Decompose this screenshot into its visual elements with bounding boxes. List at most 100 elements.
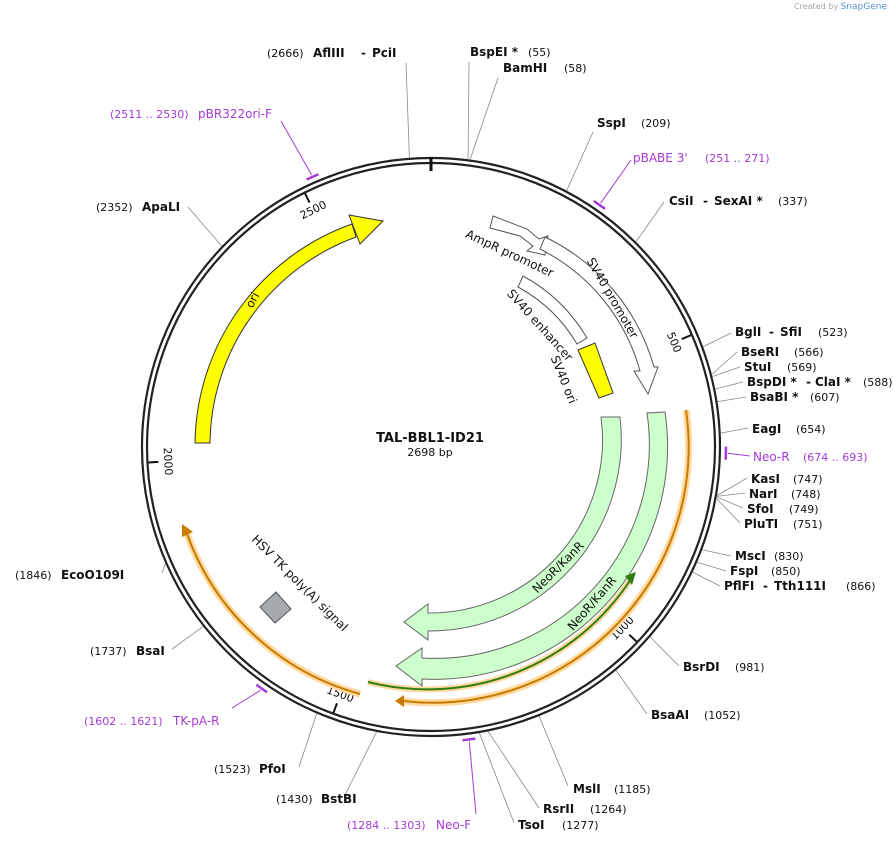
site-name: EagI (752, 422, 781, 436)
neor-outer-arrow (395, 411, 669, 688)
primer-tk-pa-r[interactable]: (1602 .. 1621) TK-pA-R (84, 714, 220, 728)
site-leader (171, 626, 204, 650)
site-bspei[interactable]: BspEI * (55) (470, 45, 551, 59)
site-pos: (866) (846, 580, 876, 593)
site-leader (635, 201, 665, 243)
site-leader (479, 732, 515, 824)
site-nari[interactable]: NarI (748) (749, 487, 821, 501)
primer-range: (1284 .. 1303) (347, 819, 426, 832)
primer-name: pBR322ori-F (198, 107, 272, 121)
site-pfoi[interactable]: (1523) PfoI (214, 762, 286, 776)
sv40-enhancer-arc (517, 275, 588, 345)
site-pos: (523) (818, 326, 848, 339)
feature-sv40-enhancer[interactable]: SV40 enhancer (504, 275, 588, 364)
site-pos: (58) (564, 62, 587, 75)
site-rsrii[interactable]: RsrII (1264) (543, 802, 627, 816)
primer-arrow (255, 683, 268, 694)
site-pos: (2666) (267, 47, 304, 60)
site-fspi[interactable]: FspI (850) (730, 564, 801, 578)
tick-mark (148, 460, 159, 464)
site-pos: (337) (778, 195, 808, 208)
primer-pbabe3[interactable]: pBABE 3' (251 .. 271) (633, 151, 770, 165)
site-csii-sexai[interactable]: CsiI - SexAI * (337) (669, 194, 808, 208)
site-tsoi[interactable]: TsoI (1277) (518, 818, 599, 832)
site-bstbi[interactable]: (1430) BstBI (276, 792, 357, 806)
site-bsai[interactable]: (1737) BsaI (90, 644, 165, 658)
site-name: KasI (751, 472, 780, 486)
tick-mark (332, 702, 338, 714)
site-name: PciI (372, 46, 397, 60)
primer-neo-f[interactable]: (1284 .. 1303) Neo-F (347, 818, 471, 832)
site-sspi[interactable]: SspI (209) (597, 116, 671, 130)
site-name: CsiI (669, 194, 694, 208)
hsv-tk-box (259, 591, 292, 624)
feature-hsv-tk-polya[interactable]: HSV TK poly(A) signal (249, 532, 351, 634)
site-bsrdi[interactable]: BsrDI (981) (683, 660, 765, 674)
site-name: StuI (744, 360, 771, 374)
site-leader (649, 636, 680, 667)
site-stui[interactable]: StuI (569) (744, 360, 817, 374)
ori-label: ori (243, 290, 263, 310)
neor-inner-label: NeoR/KanR (530, 539, 587, 596)
site-name: BsaBI * (750, 390, 799, 404)
tick-label: 2000 (161, 447, 176, 476)
site-leader (702, 549, 732, 557)
primer-name: TK-pA-R (172, 714, 220, 728)
site-leader (469, 77, 499, 160)
site-kasi[interactable]: KasI (747) (751, 472, 823, 486)
site-bsabi[interactable]: BsaBI * (607) (750, 390, 840, 404)
site-pluti[interactable]: PluTI (751) (744, 517, 823, 531)
site-bseri[interactable]: BseRI (566) (741, 345, 824, 359)
site-bamhi[interactable]: BamHI (58) (503, 61, 587, 75)
orf-left[interactable] (181, 524, 361, 698)
site-sfoi[interactable]: SfoI (749) (747, 502, 819, 516)
site-bspdi-clai[interactable]: BspDI * - ClaI * (588) (747, 375, 893, 389)
backbone (140, 156, 722, 738)
site-bsaai[interactable]: BsaAI (1052) (651, 708, 741, 722)
feature-ori[interactable]: ori (194, 214, 385, 444)
orf-green-line (367, 578, 632, 691)
site-leader (615, 670, 648, 715)
site-pos: (55) (528, 46, 551, 59)
site-leader (716, 492, 746, 497)
site-leader (161, 563, 166, 574)
site-bgli-sfii[interactable]: BglI - SfiI (523) (735, 325, 848, 339)
site-msli[interactable]: MslI (1185) (573, 782, 651, 796)
site-name: SspI (597, 116, 626, 130)
site-leader (692, 571, 721, 587)
site-ecoo109i[interactable]: (1846) EcoO109I (15, 568, 124, 582)
primer-range: (1602 .. 1621) (84, 715, 163, 728)
site-name: Tth111I (774, 579, 826, 593)
site-name: BseRI (741, 345, 779, 359)
site-name: BspEI * (470, 45, 519, 59)
site-pos: (588) (863, 376, 893, 389)
site-leader (716, 477, 748, 497)
site-name: SfiI (780, 325, 802, 339)
orf-green[interactable] (367, 572, 636, 693)
hsv-tk-label: HSV TK poly(A) signal (249, 532, 351, 634)
site-leader (720, 427, 749, 434)
site-pos: (1052) (704, 709, 741, 722)
site-pflfi-tth111i[interactable]: PflFI - Tth111I (866) (724, 579, 876, 593)
site-leader (538, 715, 569, 787)
site-leader (187, 206, 223, 247)
site-leader (711, 351, 738, 375)
site-leader (487, 731, 540, 809)
site-aflIII-pciI[interactable]: (2666) AflIII - PciI (267, 46, 397, 60)
site-apali[interactable]: (2352) ApaLI (96, 200, 180, 214)
primer-range: (251 .. 271) (705, 152, 770, 165)
site-msci[interactable]: MscI (830) (735, 549, 804, 563)
sv40-ori-label: SV40 ori (548, 353, 580, 405)
primer-pbr322ori-f[interactable]: (2511 .. 2530) pBR322ori-F (110, 107, 272, 121)
ampr-promoter-arrow (489, 215, 549, 256)
orf-right-line (402, 409, 690, 704)
orf-right[interactable] (395, 409, 693, 707)
site-pos: (748) (791, 488, 821, 501)
site-name: SexAI * (714, 194, 763, 208)
site-name: PflFI (724, 579, 754, 593)
sv40-ori-box (577, 342, 614, 399)
site-eagi[interactable]: EagI (654) (752, 422, 826, 436)
orf-left-line (184, 527, 361, 695)
primer-neo-r[interactable]: Neo-R (674 .. 693) (753, 450, 868, 464)
